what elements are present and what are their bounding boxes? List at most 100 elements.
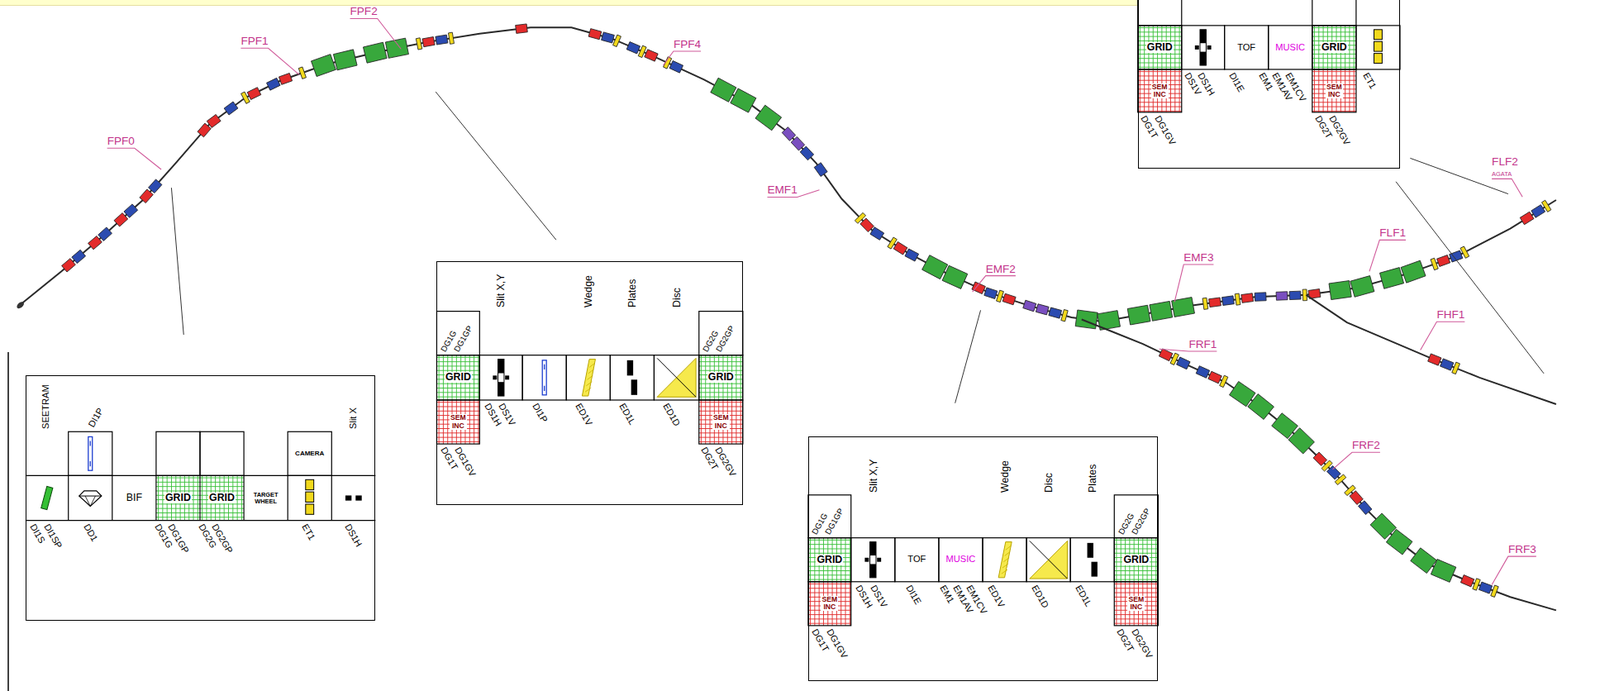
grid-pattern <box>1114 547 1158 549</box>
sem-pattern <box>436 437 480 439</box>
grid-pattern <box>1138 57 1182 59</box>
grid-pattern <box>1138 66 1182 68</box>
sem-pattern <box>1114 583 1158 585</box>
grid-pattern <box>1312 31 1357 33</box>
magnet <box>415 38 423 50</box>
slit-blade <box>864 557 869 562</box>
magnet <box>1247 394 1275 420</box>
section-label: EMF1 <box>766 184 797 196</box>
seetram-symbol <box>41 485 53 510</box>
cell-outline <box>156 431 200 476</box>
magnet <box>669 61 683 74</box>
device-label: ET1 <box>300 522 317 542</box>
magnet <box>996 290 1005 302</box>
magnet <box>1048 307 1062 319</box>
diamond-detector <box>79 495 102 497</box>
magnet <box>1379 267 1404 290</box>
section-label: FPF0 <box>107 135 135 148</box>
magnet <box>88 236 103 250</box>
grid-pattern <box>200 516 244 518</box>
magnet <box>1350 276 1375 298</box>
magnet <box>362 42 387 63</box>
cell-outline <box>1312 0 1357 26</box>
column-heading: Disc <box>671 287 681 308</box>
sem-pattern <box>808 583 852 585</box>
cell-outline <box>566 355 610 400</box>
magnet <box>1449 250 1463 262</box>
detector-inset: DG1GDG1GPSlit X,YWedgeDiscPlatesDG2GDG2G… <box>808 436 1159 681</box>
magnet <box>447 32 454 44</box>
cell-outline <box>1114 495 1158 539</box>
grid-pattern <box>699 365 743 367</box>
detector-cell: TOF <box>895 538 939 582</box>
magnet <box>515 23 529 34</box>
cell-label: GRID <box>208 492 236 504</box>
cell-outline <box>1312 69 1357 113</box>
cell-label: TARGET WHEEL <box>252 491 280 505</box>
camera-symbol <box>1374 41 1383 52</box>
grid-pattern <box>156 477 200 479</box>
slit-blade <box>870 563 877 577</box>
magnet <box>1208 371 1222 384</box>
cell-outline <box>653 355 699 400</box>
grid-pattern <box>808 552 852 554</box>
sem-pattern <box>699 437 743 439</box>
device-label: ET1 <box>1361 71 1378 91</box>
detector-cell: GRID <box>699 355 743 400</box>
magnet <box>1430 559 1456 583</box>
magnet <box>1241 293 1254 304</box>
cell-outline <box>1138 69 1182 113</box>
cell-label: MUSIC <box>1274 42 1306 53</box>
device-label: DD1 <box>81 522 100 543</box>
magnet <box>1385 528 1413 555</box>
magnet <box>1149 300 1173 321</box>
sem-pattern <box>699 432 743 434</box>
probe-symbol <box>90 461 91 467</box>
grid-pattern <box>699 361 743 362</box>
section-label: FLF1 <box>1379 227 1406 239</box>
magnet <box>1176 357 1191 370</box>
magnet <box>1328 280 1352 300</box>
column-heading: Plates <box>627 278 638 307</box>
cell-label: GRID <box>1122 554 1150 566</box>
section-label: FRF3 <box>1508 543 1537 556</box>
slit-blade <box>1195 45 1200 50</box>
grid-pattern <box>436 357 480 358</box>
sem-pattern <box>808 592 852 594</box>
device-label: ED1L <box>1073 583 1094 609</box>
sem-pattern <box>1138 106 1182 108</box>
sem-pattern <box>1312 80 1357 81</box>
sem-pattern <box>436 405 480 407</box>
cell-outline <box>808 538 852 582</box>
cell-outline <box>479 355 523 400</box>
magnet <box>1437 255 1451 267</box>
sem-pattern <box>1312 75 1357 77</box>
magnet <box>984 287 998 300</box>
sem-pattern <box>1114 618 1158 620</box>
callout-line <box>171 187 184 335</box>
magnet <box>1519 211 1534 225</box>
section-label: FPF2 <box>350 5 378 18</box>
grid-pattern <box>436 365 480 367</box>
magnet <box>942 265 968 289</box>
magnet <box>1460 575 1474 587</box>
detector-cell: SEM INC <box>1312 69 1357 113</box>
magnet <box>206 114 221 128</box>
probe-symbol <box>88 436 93 471</box>
grid-pattern <box>808 539 852 541</box>
magnet <box>1234 293 1241 305</box>
cell-outline <box>436 355 480 400</box>
magnet <box>588 28 602 40</box>
magnet <box>1127 304 1151 325</box>
section-label: FRF1 <box>1188 338 1217 351</box>
beam-line <box>1081 319 1557 610</box>
cell-outline <box>699 400 743 444</box>
probe-symbol <box>543 364 545 370</box>
slit-blade <box>355 495 362 500</box>
cell-outline <box>851 538 896 582</box>
magnet <box>1276 291 1288 300</box>
cell-label: BIF <box>125 492 143 504</box>
grid-pattern <box>1138 61 1182 63</box>
grid-pattern <box>1114 552 1158 554</box>
